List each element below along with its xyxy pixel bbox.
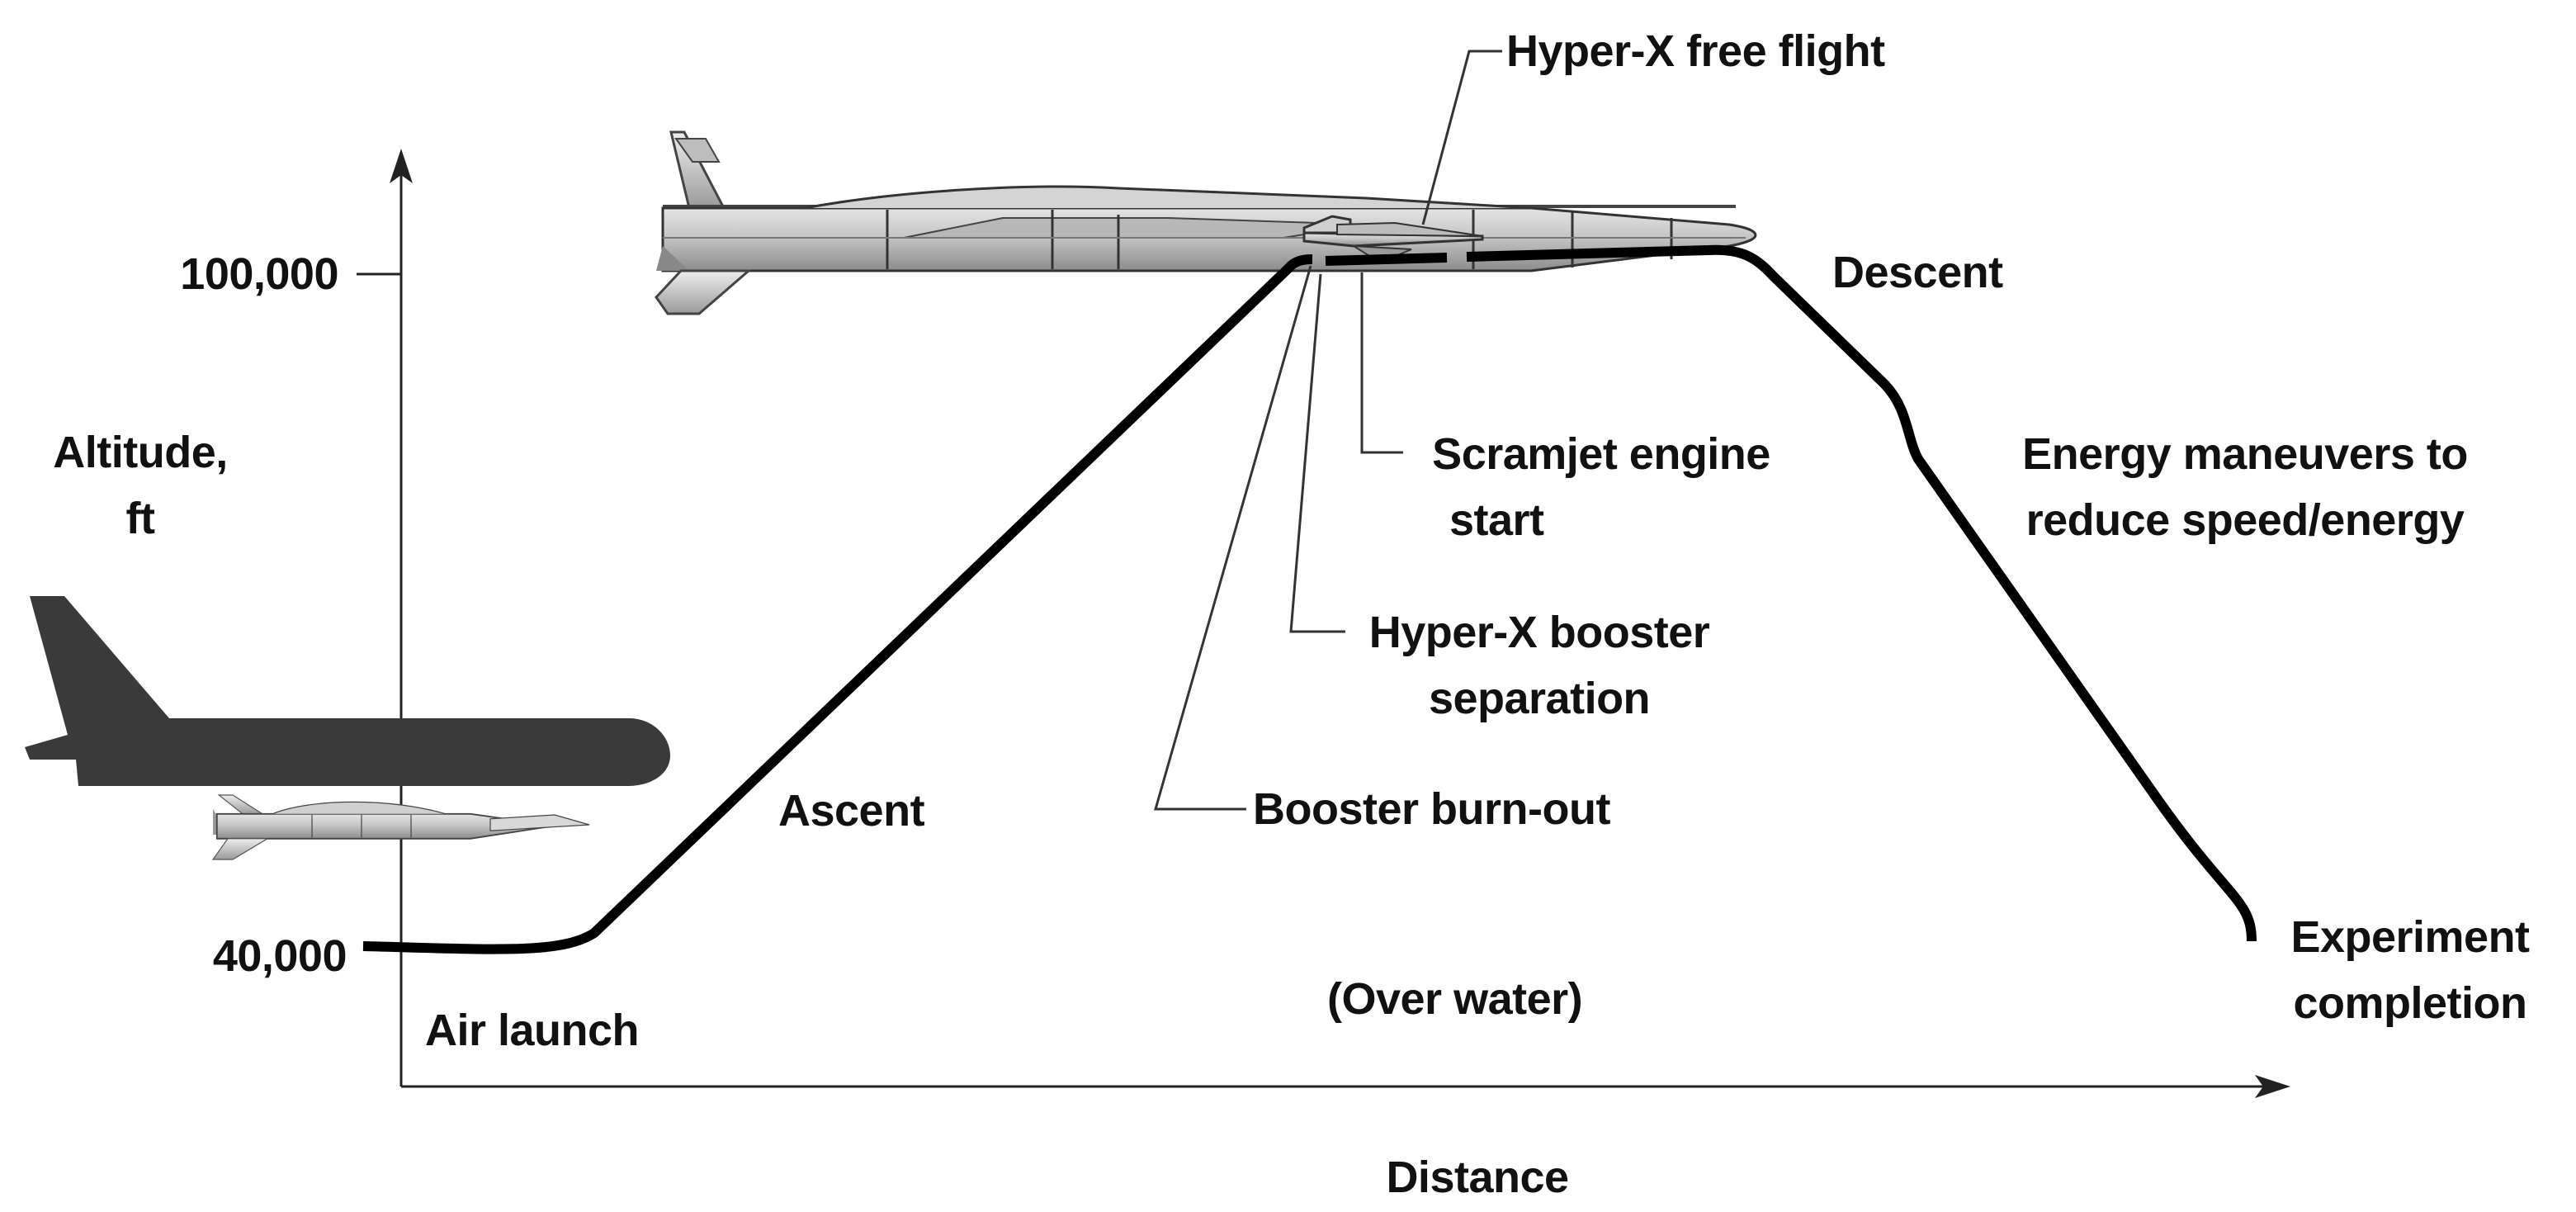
label-scramjet-start: Scramjet engine start <box>1395 421 1808 553</box>
leader-free-flight <box>1421 50 1502 225</box>
label-booster-separation: Hyper-X booster separation <box>1345 599 1733 731</box>
y-axis-arrow-icon <box>390 149 413 183</box>
leader-scramjet <box>1360 272 1403 454</box>
label-ascent: Ascent <box>778 786 925 836</box>
label-over-water: (Over water) <box>1327 974 1583 1024</box>
label-air-launch: Air launch <box>425 1006 640 1055</box>
x-axis-label: Distance <box>1386 1153 1569 1202</box>
label-energy-line1: Energy maneuvers to <box>2022 429 2468 479</box>
pegasus-booster-stack-icon <box>211 794 590 860</box>
label-energy-maneuvers: Energy maneuvers to reduce speed/energy <box>1923 421 2567 553</box>
leader-burnout <box>1154 265 1312 811</box>
trajectory-free-flight-2 <box>1466 244 2257 942</box>
label-descent: Descent <box>1832 248 2003 297</box>
label-scramjet-line2: start <box>1449 495 1544 545</box>
leader-separation <box>1289 273 1345 633</box>
y-axis-label: Altitude, ft <box>17 419 264 552</box>
label-experiment-line1: Experiment <box>2290 912 2530 962</box>
label-free-flight: Hyper-X free flight <box>1506 26 1885 76</box>
trajectory-free-flight-1 <box>1325 253 1448 266</box>
y-axis-label-line1: Altitude, <box>53 428 228 477</box>
b52-carrier-aircraft-icon <box>25 596 670 786</box>
leader-lines <box>1154 50 1502 811</box>
hyperx-vehicle-icon <box>1302 215 1484 264</box>
label-separation-line2: separation <box>1428 674 1651 723</box>
pegasus-booster-stack-icon <box>655 130 1757 315</box>
x-axis-arrow-icon <box>2255 1075 2290 1098</box>
label-experiment-completion: Experiment completion <box>2253 904 2567 1036</box>
y-tick-label-40000: 40,000 <box>212 931 347 981</box>
label-experiment-line2: completion <box>2293 978 2527 1028</box>
label-energy-line2: reduce speed/energy <box>2025 495 2465 545</box>
y-axis-label-line2: ft <box>125 494 155 543</box>
trajectory-launch-ascent <box>362 254 1313 954</box>
label-scramjet-line1: Scramjet engine <box>1432 429 1770 479</box>
label-booster-burnout: Booster burn-out <box>1253 784 1610 834</box>
axes <box>357 149 2290 1098</box>
y-tick-label-100000: 100,000 <box>180 249 338 299</box>
flight-trajectory <box>362 244 2257 954</box>
label-separation-line1: Hyper-X booster <box>1368 608 1710 657</box>
